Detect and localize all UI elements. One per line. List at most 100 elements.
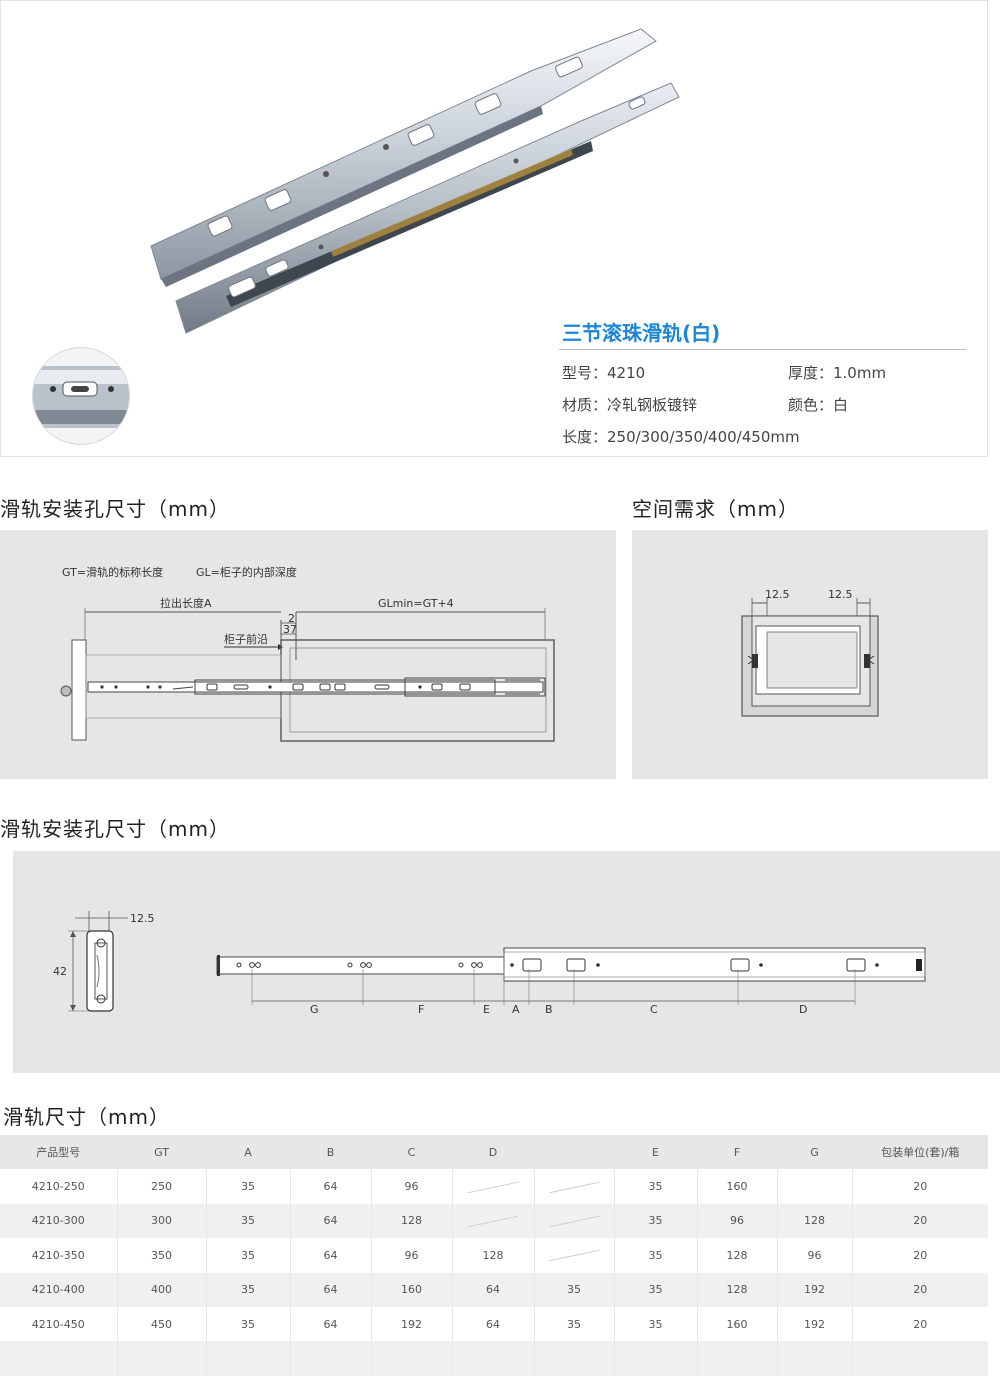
table-cell: 128 bbox=[696, 1238, 777, 1273]
table-cell: 35 bbox=[205, 1306, 290, 1342]
column-header bbox=[533, 1135, 614, 1170]
table-cell: 350 bbox=[116, 1238, 206, 1273]
table-cell bbox=[696, 1341, 777, 1376]
left-gap-label: 12.5 bbox=[765, 588, 790, 601]
table-cell bbox=[451, 1341, 534, 1376]
space-diagram-panel: 12.5 12.5 bbox=[632, 530, 988, 779]
column-header: F bbox=[696, 1135, 777, 1170]
length-spec: 长度：250/300/350/400/450mm bbox=[562, 428, 800, 446]
table-cell: 35 bbox=[205, 1169, 290, 1204]
table-cell: 250 bbox=[116, 1169, 206, 1204]
table-cell: 4210-300 bbox=[31, 1214, 85, 1228]
dim-label-g: G bbox=[310, 1003, 319, 1016]
table-cell: 192 bbox=[370, 1306, 452, 1342]
table-cell: 64 bbox=[289, 1238, 371, 1273]
column-header: 产品型号 bbox=[36, 1146, 81, 1160]
product-card: 三节滚珠滑轨(白) 型号：4210 厚度：1.0mm 材质：冷轧钢板镀锌 颜色：… bbox=[0, 0, 988, 457]
table-cell: 35 bbox=[613, 1238, 697, 1273]
table-cell bbox=[851, 1341, 988, 1376]
table-cell: 4210-400 bbox=[31, 1283, 85, 1297]
table-cell: 20 bbox=[851, 1169, 988, 1204]
section-heading-install-holes-2: 滑轨安装孔尺寸（mm） bbox=[0, 817, 230, 841]
right-gap-label: 12.5 bbox=[828, 588, 853, 601]
table-cell: 128 bbox=[696, 1272, 777, 1307]
column-header: E bbox=[613, 1135, 697, 1170]
lower-rail bbox=[175, 82, 680, 334]
table-cell bbox=[370, 1341, 452, 1376]
table-cell: 20 bbox=[851, 1272, 988, 1307]
thickness-spec: 厚度：1.0mm bbox=[788, 364, 887, 382]
table-cell: 64 bbox=[289, 1169, 371, 1204]
table-cell bbox=[0, 1341, 117, 1375]
column-header: B bbox=[289, 1135, 371, 1170]
model-spec: 型号：4210 bbox=[562, 364, 646, 382]
column-header: A bbox=[205, 1135, 290, 1170]
table-cell: 160 bbox=[696, 1169, 777, 1204]
legend-gl: GL=柜子的内部深度 bbox=[196, 565, 297, 579]
width-dim-label: 12.5 bbox=[130, 912, 155, 925]
column-header: GT bbox=[116, 1135, 206, 1170]
rail-dimension-panel: 12.5 42 bbox=[13, 851, 1000, 1073]
table-cell: 35 bbox=[613, 1203, 697, 1239]
section-heading-rail-size: 滑轨尺寸（mm） bbox=[3, 1105, 170, 1129]
table-cell: 35 bbox=[613, 1169, 697, 1204]
table-cell: 64 bbox=[451, 1306, 534, 1342]
table-cell: 20 bbox=[851, 1306, 988, 1342]
product-title: 三节滚珠滑轨(白) bbox=[562, 321, 721, 345]
table-cell: 128 bbox=[370, 1203, 452, 1239]
table-cell: 160 bbox=[370, 1272, 452, 1307]
table-cell: 64 bbox=[451, 1272, 534, 1307]
height-dim-label: 42 bbox=[53, 965, 67, 978]
dim-37: 37 bbox=[283, 623, 297, 636]
table-cell: 300 bbox=[116, 1203, 206, 1239]
table-cell: 192 bbox=[776, 1272, 852, 1307]
material-spec: 材质：冷轧钢板镀锌 bbox=[562, 396, 698, 414]
table-cell: 35 bbox=[205, 1203, 290, 1239]
dim-label-c: C bbox=[650, 1003, 658, 1016]
legend-gt: GT=滑轨的标称长度 bbox=[62, 565, 163, 579]
dim-label-a: A bbox=[512, 1003, 520, 1016]
table-cell bbox=[533, 1341, 614, 1376]
dim-label-b: B bbox=[545, 1003, 553, 1016]
divider bbox=[559, 349, 966, 350]
dim-2: 2 bbox=[288, 612, 295, 625]
dim-label-d: D bbox=[799, 1003, 807, 1016]
detail-zoom-image bbox=[32, 347, 130, 445]
table-cell: 35 bbox=[533, 1306, 614, 1342]
upper-rail bbox=[150, 28, 657, 287]
install-diagram-panel: GT=滑轨的标称长度 GL=柜子的内部深度 拉出长度A GLmin=GT+4 2… bbox=[0, 530, 616, 779]
table-cell: 96 bbox=[370, 1169, 452, 1204]
not-applicable-mark bbox=[549, 1250, 599, 1262]
table-cell bbox=[116, 1341, 206, 1376]
dim-label-e: E bbox=[483, 1003, 490, 1016]
table-cell: 35 bbox=[613, 1306, 697, 1342]
table-cell: 20 bbox=[851, 1203, 988, 1239]
table-cell: 96 bbox=[370, 1238, 452, 1273]
table-cell: 4210-250 bbox=[31, 1180, 85, 1194]
table-cell bbox=[451, 1203, 534, 1239]
table-cell: 64 bbox=[289, 1306, 371, 1342]
table-cell: 160 bbox=[696, 1306, 777, 1342]
table-row bbox=[0, 1341, 988, 1376]
table-cell bbox=[533, 1203, 614, 1239]
table-cell bbox=[776, 1169, 852, 1204]
section-heading-space: 空间需求（mm） bbox=[632, 497, 799, 521]
column-header: D bbox=[451, 1135, 534, 1170]
glmin-label: GLmin=GT+4 bbox=[378, 597, 454, 610]
cabinet-front-label: 柜子前沿 bbox=[224, 632, 268, 646]
table-cell: 96 bbox=[776, 1238, 852, 1273]
table-cell bbox=[533, 1238, 614, 1273]
column-header: G bbox=[776, 1135, 852, 1170]
table-cell: 4210-450 bbox=[31, 1317, 85, 1331]
not-applicable-mark bbox=[549, 1181, 599, 1193]
column-header: 包装单位(套)/箱 bbox=[851, 1135, 988, 1170]
table-cell: 192 bbox=[776, 1306, 852, 1342]
table-cell: 20 bbox=[851, 1238, 988, 1273]
table-cell: 35 bbox=[205, 1272, 290, 1307]
table-cell bbox=[776, 1341, 852, 1376]
